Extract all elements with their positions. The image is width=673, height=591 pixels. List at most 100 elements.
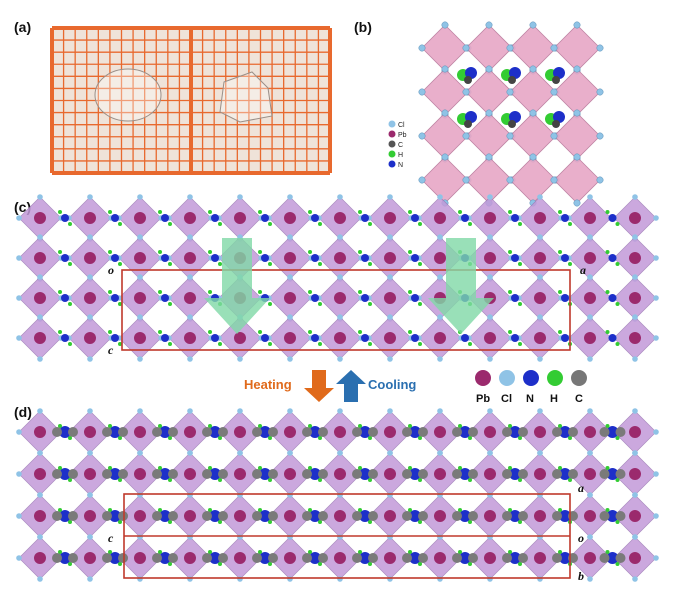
h-atom bbox=[68, 478, 72, 482]
h-atom bbox=[208, 290, 212, 294]
cl-atom bbox=[16, 295, 22, 301]
cl-atom bbox=[506, 88, 514, 96]
cl-atom bbox=[632, 576, 638, 582]
pb-atom bbox=[284, 292, 296, 304]
cl-atom bbox=[437, 356, 443, 362]
cl-atom bbox=[16, 335, 22, 341]
pb-atom bbox=[284, 332, 296, 344]
h-atom bbox=[58, 550, 62, 554]
n-atom bbox=[608, 254, 617, 262]
cl-atom bbox=[387, 492, 393, 498]
cl-atom bbox=[187, 274, 193, 280]
pb-atom bbox=[334, 292, 346, 304]
cl-atom bbox=[596, 176, 604, 184]
h-atom bbox=[615, 478, 620, 482]
n-atom bbox=[509, 468, 521, 480]
n-atom bbox=[561, 334, 569, 342]
cl-atom bbox=[387, 450, 393, 456]
n-atom bbox=[209, 468, 221, 480]
h-atom bbox=[108, 424, 112, 428]
h-atom bbox=[308, 330, 312, 334]
cl-atom bbox=[337, 534, 343, 540]
c-atom bbox=[52, 511, 62, 521]
pb-atom bbox=[134, 292, 146, 304]
c-atom bbox=[268, 427, 278, 437]
h-atom bbox=[408, 424, 412, 428]
pb-atom bbox=[234, 552, 246, 564]
pb-atom bbox=[584, 510, 596, 522]
h-atom bbox=[518, 302, 522, 306]
h-atom bbox=[68, 302, 72, 306]
cl-atom bbox=[187, 534, 193, 540]
cl-atom bbox=[287, 534, 293, 540]
c-atom bbox=[368, 553, 378, 563]
n-atom bbox=[309, 510, 321, 522]
h-atom bbox=[258, 330, 262, 334]
c-atom bbox=[552, 511, 562, 521]
h-atom bbox=[118, 478, 122, 482]
pb-atom bbox=[384, 212, 396, 224]
pb-atom bbox=[84, 468, 96, 480]
h-atom bbox=[318, 342, 322, 346]
cl-atom bbox=[337, 274, 343, 280]
legend-b-c: C bbox=[398, 142, 403, 149]
h-atom bbox=[458, 466, 462, 470]
h-atom bbox=[208, 330, 212, 334]
h-atom bbox=[168, 302, 172, 306]
octahedron bbox=[465, 24, 513, 72]
pb-atom bbox=[234, 332, 246, 344]
pb-atom bbox=[284, 552, 296, 564]
cl-atom bbox=[337, 492, 343, 498]
h-atom bbox=[168, 222, 172, 226]
pb-atom bbox=[334, 468, 346, 480]
c-atom bbox=[168, 511, 178, 521]
pb-atom bbox=[384, 332, 396, 344]
cl-atom bbox=[587, 408, 593, 414]
cl-atom bbox=[653, 215, 659, 221]
h-atom bbox=[605, 250, 610, 254]
h-atom bbox=[615, 222, 620, 226]
pb-atom bbox=[84, 252, 96, 264]
axis-d-o: o bbox=[578, 531, 584, 545]
n-atom bbox=[361, 214, 369, 222]
axis-d-c: c bbox=[108, 531, 114, 545]
h-atom bbox=[615, 562, 620, 566]
h-atom bbox=[58, 290, 62, 294]
cl-atom bbox=[287, 194, 293, 200]
cl-atom bbox=[487, 450, 493, 456]
axis-c-a: a bbox=[580, 263, 586, 277]
n-atom bbox=[159, 468, 171, 480]
pb-atom bbox=[34, 252, 46, 264]
n-atom bbox=[561, 214, 569, 222]
h-atom bbox=[168, 562, 172, 566]
n-atom bbox=[459, 426, 471, 438]
c-atom bbox=[318, 553, 328, 563]
legend-c-h-ball bbox=[547, 370, 563, 386]
cl-atom bbox=[653, 513, 659, 519]
pb-atom bbox=[84, 332, 96, 344]
h-atom bbox=[408, 508, 412, 512]
h-atom bbox=[318, 222, 322, 226]
h-atom bbox=[568, 222, 572, 226]
c-atom bbox=[502, 511, 512, 521]
h-atom bbox=[318, 262, 322, 266]
cl-atom bbox=[137, 492, 143, 498]
c-atom bbox=[168, 469, 178, 479]
h-atom bbox=[615, 436, 620, 440]
n-atom bbox=[209, 552, 221, 564]
cl-atom bbox=[16, 555, 22, 561]
cl-atom bbox=[529, 109, 537, 117]
legend-c-n: N bbox=[526, 393, 534, 405]
h-atom bbox=[468, 342, 472, 346]
cl-atom bbox=[653, 471, 659, 477]
n-atom bbox=[411, 294, 419, 302]
h-atom bbox=[458, 550, 462, 554]
cl-atom bbox=[437, 408, 443, 414]
cl-atom bbox=[653, 429, 659, 435]
cl-atom bbox=[573, 199, 581, 207]
h-atom bbox=[218, 562, 222, 566]
h-atom bbox=[615, 342, 620, 346]
n-atom bbox=[309, 552, 321, 564]
c-atom bbox=[452, 511, 462, 521]
pb-atom bbox=[534, 468, 546, 480]
